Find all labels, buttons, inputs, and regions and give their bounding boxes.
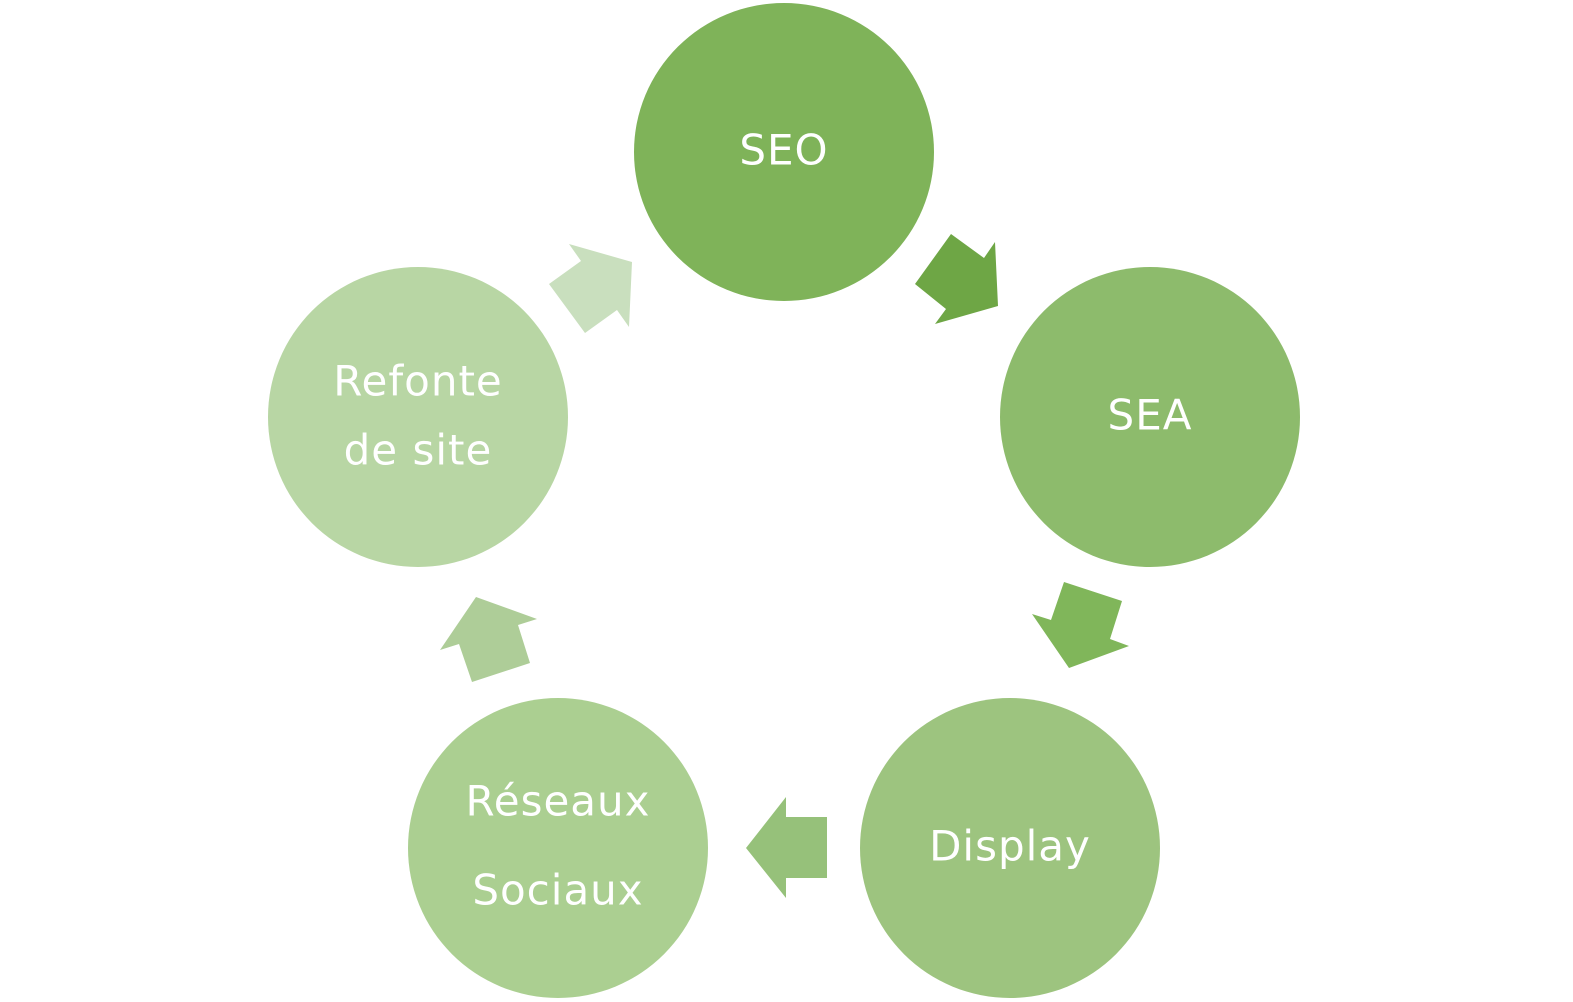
node-seo-circle xyxy=(634,3,934,301)
node-seo-label: SEO xyxy=(739,126,828,175)
node-display-circle xyxy=(860,698,1160,998)
node-sea-label: SEA xyxy=(1108,391,1193,440)
node-display-label: Display xyxy=(929,822,1091,871)
node-refonte-label-line-1: Refonte xyxy=(333,357,503,406)
node-sea: SEA xyxy=(1000,267,1300,567)
node-sea-circle xyxy=(1000,267,1300,567)
node-refonte-circle xyxy=(268,267,568,567)
node-reseaux-circle xyxy=(408,698,708,998)
arrow-seo-to-sea xyxy=(915,234,998,324)
node-reseaux-label-line-2: Sociaux xyxy=(472,866,643,915)
node-reseaux-label-line-1: Réseaux xyxy=(465,777,650,826)
arrow-refonte-to-seo xyxy=(549,244,632,333)
node-refonte-de-site: Refonte de site xyxy=(268,267,568,567)
node-seo: SEO xyxy=(634,3,934,301)
node-refonte-label-line-2: de site xyxy=(344,426,493,475)
arrow-display-to-reseaux xyxy=(746,797,827,898)
arrow-sea-to-display xyxy=(1032,582,1129,668)
node-reseaux-sociaux: Réseaux Sociaux xyxy=(408,698,708,998)
arrow-reseaux-to-refonte xyxy=(440,597,537,682)
node-display: Display xyxy=(860,698,1160,998)
